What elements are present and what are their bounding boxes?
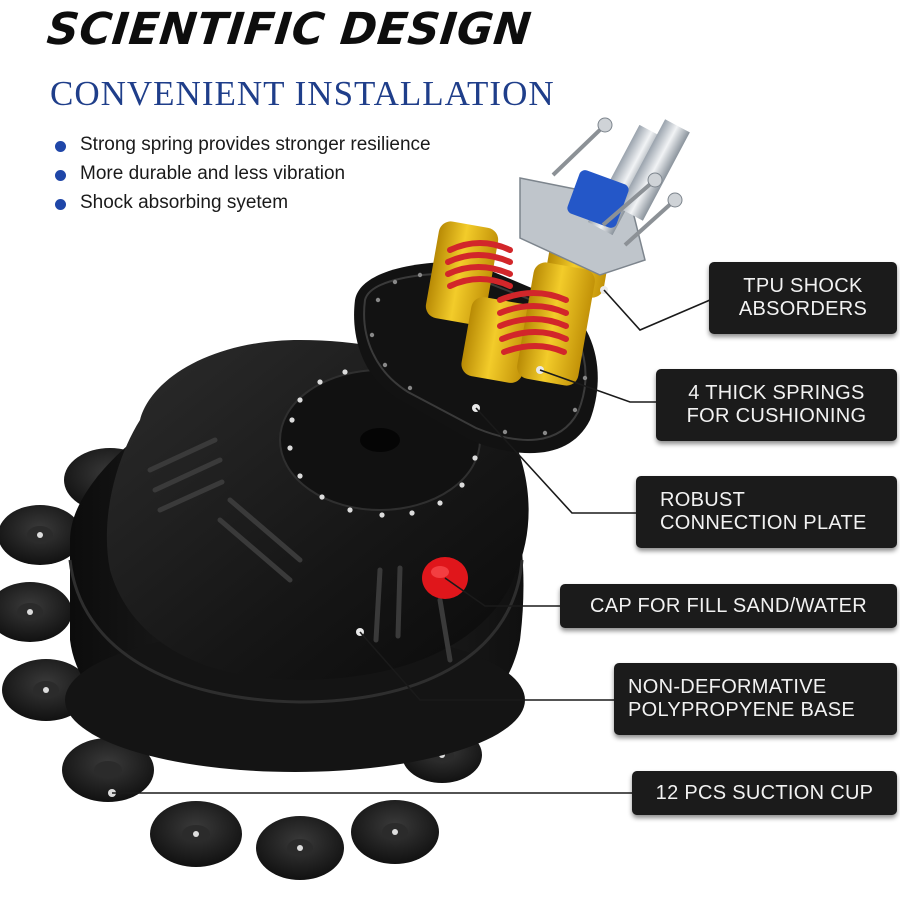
suction-cup-icon bbox=[351, 800, 439, 864]
feature-item: Shock absorbing syetem bbox=[52, 192, 431, 221]
leader-lines bbox=[112, 289, 711, 794]
callout-suction-cups: 12 PCS SUCTION CUP bbox=[632, 771, 897, 815]
shock-absorber-assembly bbox=[425, 117, 690, 386]
feature-item: Strong spring provides stronger resilien… bbox=[52, 134, 431, 163]
bullet-icon bbox=[55, 199, 66, 210]
suction-cup-icon bbox=[256, 816, 344, 880]
feature-list: Strong spring provides stronger resilien… bbox=[52, 134, 431, 221]
bullet-icon bbox=[55, 141, 66, 152]
feature-item: More durable and less vibration bbox=[52, 163, 431, 192]
bullet-icon bbox=[55, 170, 66, 181]
callout-fill-cap: CAP FOR FILL SAND/WATER bbox=[560, 584, 897, 628]
suction-cup-icon bbox=[0, 505, 82, 565]
suction-cup-icon bbox=[0, 582, 72, 642]
page-subtitle: CONVENIENT INSTALLATION bbox=[50, 74, 555, 113]
suction-cup-icon bbox=[150, 801, 242, 867]
polypropylene-base bbox=[65, 340, 529, 772]
suction-cup-icon bbox=[62, 738, 154, 802]
